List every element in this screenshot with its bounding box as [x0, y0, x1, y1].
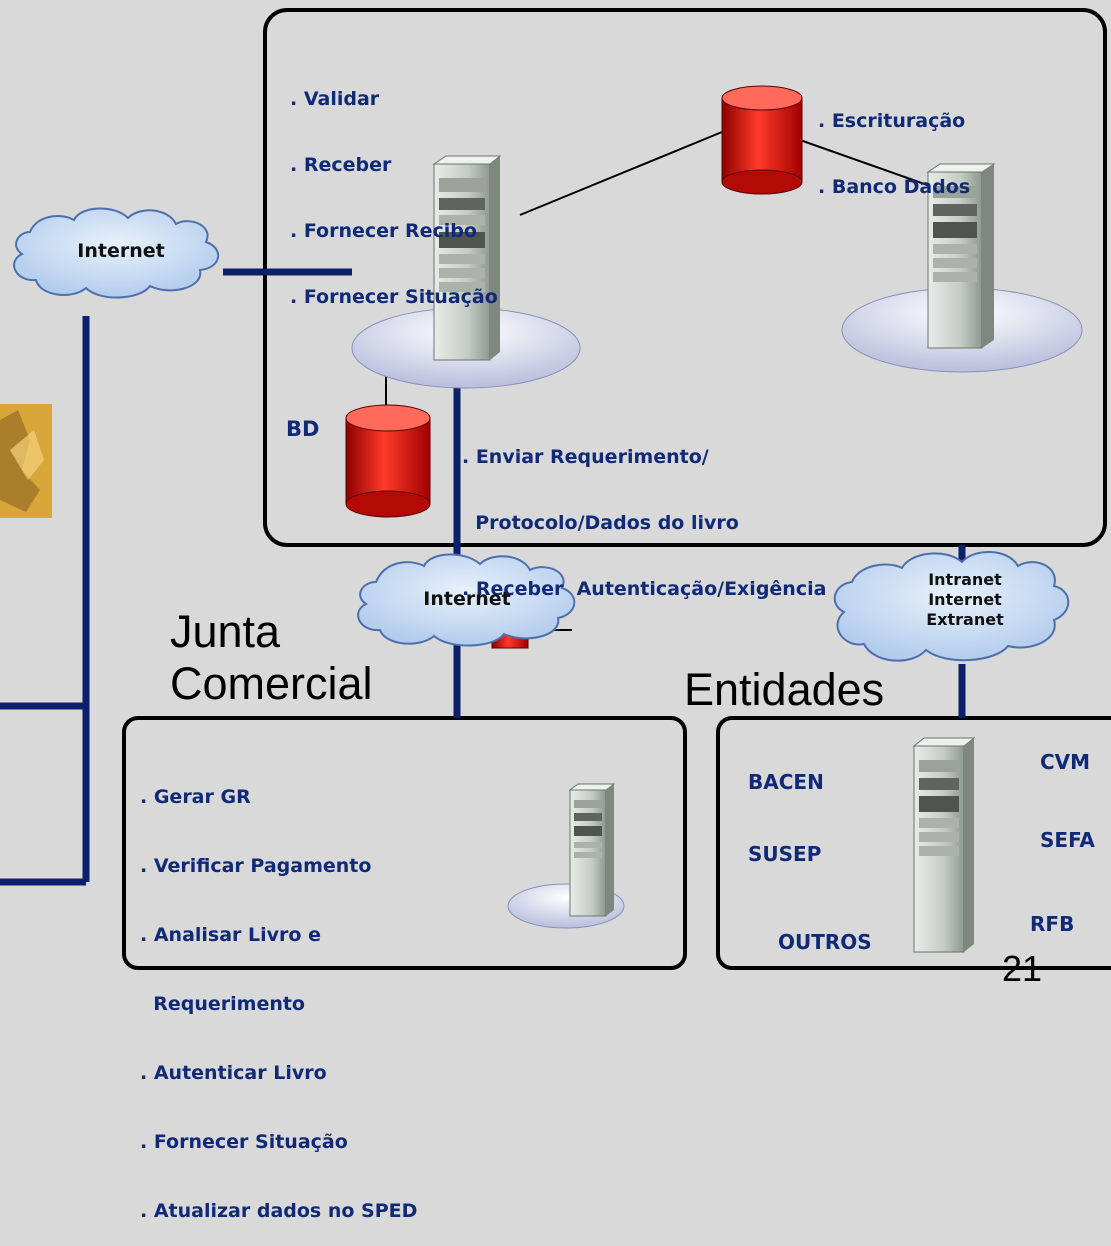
function-item: Requerimento: [140, 993, 305, 1015]
function-item: . Fornecer Situação: [140, 1131, 348, 1153]
sped-functions-list: . Validar . Receber . Fornecer Recibo . …: [290, 44, 498, 330]
cloud-middle-label: Internet: [423, 588, 511, 610]
db-functions-list: . Escrituração . Banco Dados: [818, 66, 970, 220]
network-connectors: [0, 268, 966, 886]
junta-title: Junta Comercial: [170, 606, 373, 710]
internet-cloud-left: [13, 207, 219, 299]
entity-label: BACEN: [748, 770, 824, 794]
network-name: Extranet: [926, 610, 1004, 629]
photo-thumbnail: [0, 404, 52, 518]
bd-database-icon: [345, 404, 431, 518]
architecture-diagram: [0, 8, 1111, 970]
entity-label: OUTROS: [778, 930, 872, 954]
function-item: . Escrituração: [818, 110, 966, 132]
internet-cloud-middle: [357, 553, 576, 647]
intranet-cloud-right: [833, 550, 1070, 662]
title-line: Junta: [170, 606, 281, 657]
escrituracao-server-icon: [841, 163, 1083, 373]
network-name: Internet: [928, 590, 1002, 609]
junta-server-icon: [507, 783, 625, 929]
function-item: . Validar: [290, 88, 380, 110]
function-item: . Fornecer Recibo: [290, 220, 477, 242]
function-item: . Receber: [290, 154, 392, 176]
function-item: . Fornecer Situação: [290, 286, 498, 308]
function-item: . Verificar Pagamento: [140, 855, 372, 877]
entidades-server-icon: [912, 737, 976, 953]
function-item: . Receber Autenticação/Exigência: [462, 578, 827, 600]
title-line: Comercial: [170, 658, 373, 709]
entity-label: SUSEP: [748, 842, 822, 866]
function-item: . Enviar Requerimento/: [462, 446, 709, 468]
entidades-title: Entidades: [684, 664, 885, 715]
send-functions-list: . Enviar Requerimento/ Protocolo/Dados d…: [462, 402, 826, 622]
entity-label: RFB: [1030, 912, 1075, 936]
sped-server-icon: [351, 155, 581, 389]
entity-label: SEFA: [1040, 828, 1095, 852]
cloud-right-label: Intranet Internet Extranet: [890, 570, 1040, 630]
cloud-left-label: Internet: [77, 240, 165, 262]
page-number: 21: [1002, 948, 1043, 989]
escrituracao-database-icon: [721, 85, 803, 195]
function-item: . Gerar GR: [140, 786, 251, 808]
network-name: Intranet: [928, 570, 1002, 589]
function-item: Protocolo/Dados do livro: [462, 512, 739, 534]
bd-label: BD: [286, 417, 320, 441]
sped-box: [263, 8, 1107, 547]
function-item: . Banco Dados: [818, 176, 971, 198]
function-item: . Autenticar Livro: [140, 1062, 327, 1084]
function-item: . Analisar Livro e: [140, 924, 321, 946]
function-item: . Atualizar dados no SPED: [140, 1200, 418, 1222]
entity-label: CVM: [1040, 750, 1091, 774]
junta-functions-list: . Gerar GR . Verificar Pagamento . Anali…: [140, 740, 417, 1246]
